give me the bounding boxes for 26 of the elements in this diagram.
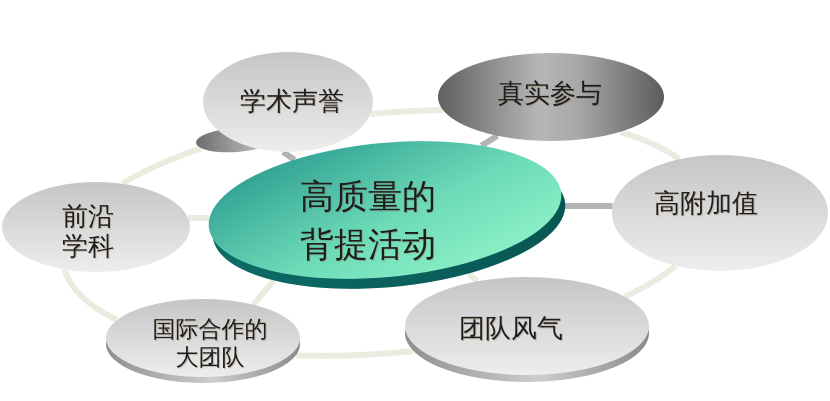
ring-arc — [120, 146, 204, 186]
node-label: 前沿学科 — [61, 202, 115, 262]
connector-line — [565, 203, 613, 209]
oval-node — [405, 277, 649, 382]
ring-arc — [294, 348, 416, 359]
node-label: 国际合作的大团队 — [152, 316, 268, 372]
ring-arc — [62, 266, 120, 323]
oval-node — [196, 52, 373, 153]
node-label: 高质量的背提活动 — [299, 176, 437, 267]
oval-node — [106, 299, 300, 383]
oval-node — [208, 141, 566, 289]
connector-line — [480, 133, 499, 148]
connector-line — [466, 271, 480, 284]
oval-node — [438, 53, 664, 141]
ring-arc — [368, 107, 446, 117]
ring-arc — [618, 129, 682, 162]
connector-line — [188, 215, 210, 221]
oval-node — [612, 155, 828, 271]
node-label: 学术声誉 — [240, 88, 344, 118]
connector-line — [281, 150, 296, 162]
node-label: 高附加值 — [654, 190, 758, 220]
node-label: 团队风气 — [459, 315, 563, 345]
oval-node — [2, 182, 190, 272]
ring-arc — [622, 263, 678, 300]
connector-line — [251, 278, 276, 307]
node-label: 真实参与 — [498, 80, 602, 110]
